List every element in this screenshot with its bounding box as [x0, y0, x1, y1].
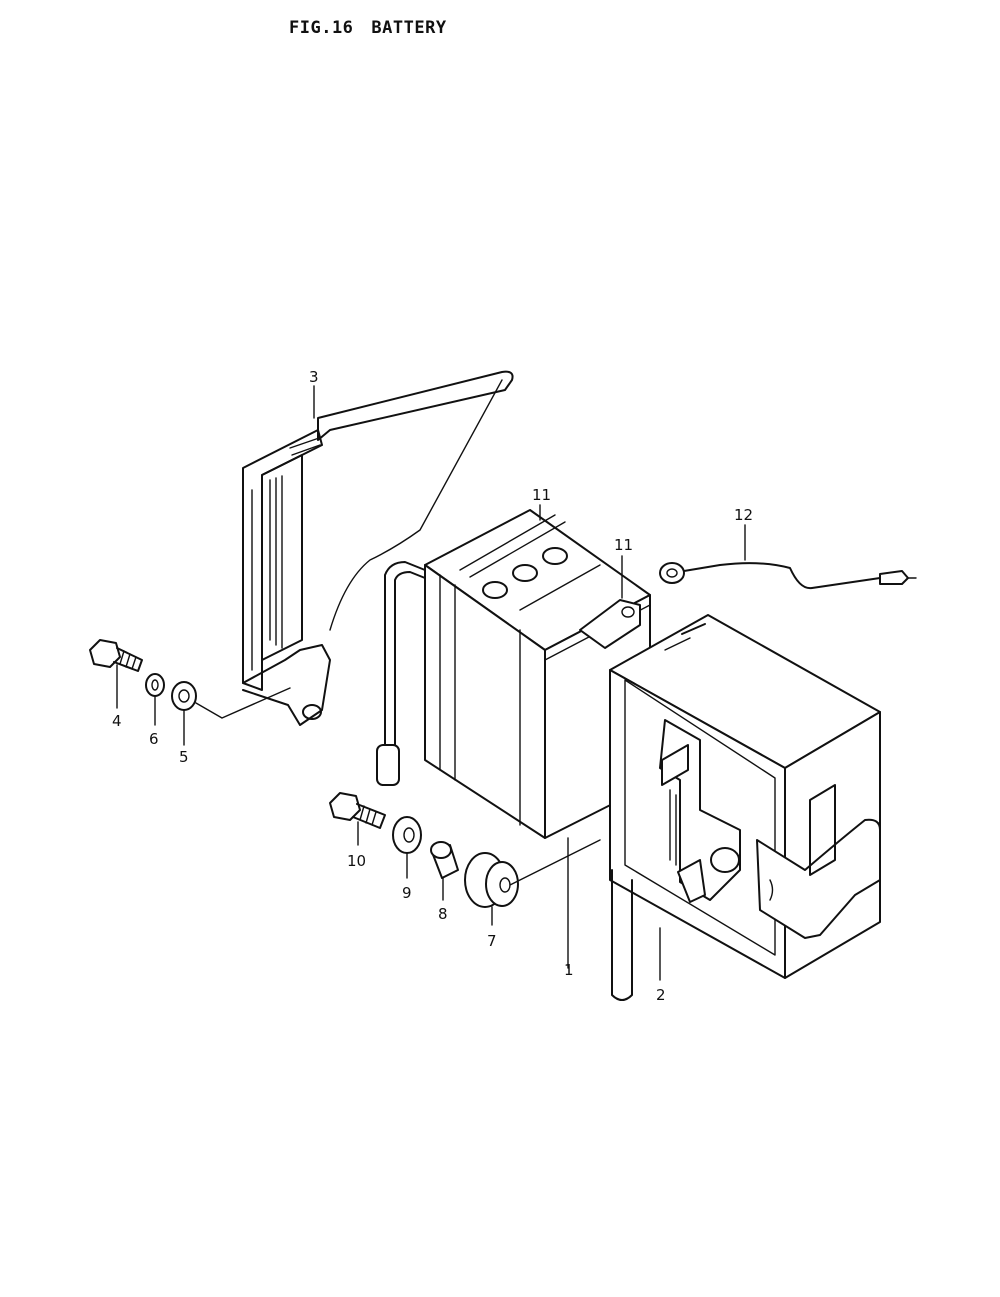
callout-9: 9: [402, 884, 412, 902]
figure-number: FIG.16: [289, 18, 354, 38]
assembly-line-washer-to-cover: [195, 687, 291, 719]
callout-2: 2: [656, 986, 666, 1004]
callout-5: 5: [179, 748, 189, 766]
grommet-part-7: [464, 852, 519, 908]
callout-11-top-right: 11: [614, 536, 633, 554]
collar-part-8: [430, 841, 459, 879]
callout-3: 3: [309, 368, 319, 386]
callout-4: 4: [112, 712, 122, 730]
figure-title: FIG.16 BATTERY: [289, 18, 465, 38]
washer-part-5: [171, 681, 197, 711]
callout-1: 1: [564, 961, 574, 979]
cable-part-12: [659, 562, 917, 590]
bolt-part-4: [89, 639, 143, 672]
lock-washer-part-6: [145, 673, 165, 697]
breather-tube: [376, 561, 426, 786]
bolt-part-10: [329, 792, 386, 829]
callout-7: 7: [487, 932, 497, 950]
callout-8: 8: [438, 905, 448, 923]
callout-12: 12: [734, 506, 753, 524]
callout-10: 10: [347, 852, 366, 870]
callout-6: 6: [149, 730, 159, 748]
callout-11-top-left: 11: [532, 486, 551, 504]
battery-cover-part-3: [242, 370, 514, 726]
assembly-line-grommet-to-tray: [509, 839, 601, 886]
battery-tray-part-2: [609, 614, 881, 979]
figure-name: BATTERY: [371, 18, 447, 38]
drain-hose: [611, 869, 633, 1001]
leader-lines: [116, 385, 746, 981]
washer-part-9: [392, 816, 422, 854]
